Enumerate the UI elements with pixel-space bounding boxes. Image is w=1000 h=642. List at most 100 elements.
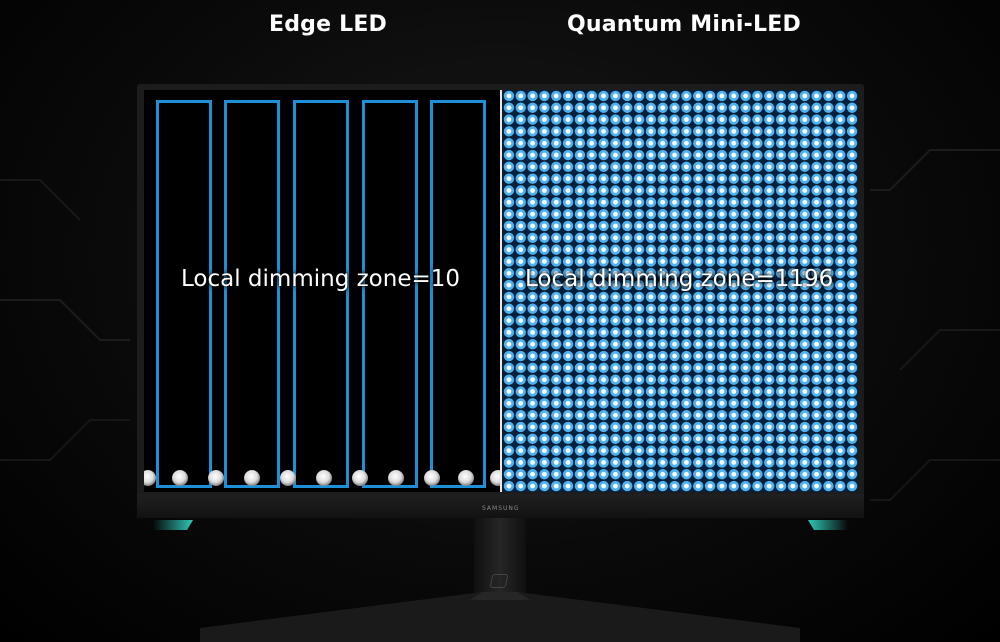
mini-led-core — [565, 294, 571, 300]
mini-led-core — [790, 400, 796, 406]
mini-led-core — [518, 353, 524, 359]
mini-led-core — [648, 436, 654, 442]
mini-led-core — [565, 270, 571, 276]
mini-led-core — [684, 105, 689, 111]
mini-led-core — [648, 211, 654, 217]
mini-led-core — [766, 460, 772, 465]
mini-led-core — [577, 211, 583, 217]
mini-led-core — [613, 282, 618, 288]
mini-led-core — [755, 353, 760, 359]
mini-led-core — [684, 318, 689, 323]
mini-led-core — [565, 377, 571, 383]
mini-led-core — [743, 306, 748, 312]
mini-led-core — [778, 389, 784, 394]
mini-led-core — [743, 235, 748, 241]
mini-led-core — [601, 412, 606, 418]
mini-led-core — [719, 211, 725, 217]
mini-led-core — [530, 164, 535, 170]
mini-led-screen — [503, 90, 858, 492]
mini-led-core — [601, 353, 606, 359]
mini-led-core — [802, 105, 808, 111]
mini-led-core — [506, 140, 512, 146]
mini-led-core — [826, 140, 831, 146]
mini-led-core — [695, 128, 701, 134]
mini-led-core — [755, 93, 760, 99]
mini-led-core — [790, 483, 796, 489]
mini-led-core — [542, 318, 547, 323]
mini-led-core — [743, 211, 748, 217]
mini-led-core — [542, 483, 547, 489]
mini-led-core — [719, 389, 725, 394]
mini-led-core — [790, 294, 796, 300]
mini-led-core — [530, 412, 535, 418]
mini-led-core — [589, 117, 595, 122]
mini-led-core — [553, 365, 559, 371]
mini-led-core — [506, 247, 512, 253]
mini-led-core — [577, 270, 583, 276]
mini-led-core — [778, 223, 784, 229]
mini-led-core — [755, 199, 760, 205]
mini-led-core — [766, 176, 772, 182]
mini-led-core — [684, 483, 689, 489]
mini-led-core — [766, 294, 772, 300]
mini-led-core — [577, 412, 583, 418]
mini-led-core — [601, 460, 606, 465]
mini-led-core — [636, 140, 642, 146]
mini-led-core — [766, 235, 772, 241]
mini-led-core — [731, 211, 737, 217]
monitor-bottom-bezel — [137, 494, 864, 518]
mini-led-core — [660, 341, 666, 347]
mini-led-core — [802, 211, 808, 217]
mini-led-core — [553, 235, 559, 241]
mini-led-core — [672, 223, 677, 229]
mini-led-core — [814, 105, 819, 111]
mini-led-core — [684, 164, 689, 170]
mini-led-core — [731, 117, 737, 122]
mini-led-core — [660, 270, 666, 276]
mini-led-core — [766, 341, 772, 347]
mini-led-core — [624, 176, 630, 182]
mini-led-core — [672, 471, 677, 477]
mini-led-core — [707, 460, 713, 465]
mini-led-core — [707, 353, 713, 359]
mini-led-core — [672, 270, 677, 276]
mini-led-core — [790, 318, 796, 323]
mini-led-core — [707, 199, 713, 205]
mini-led-core — [743, 412, 748, 418]
mini-led-core — [826, 188, 831, 193]
mini-led-core — [684, 176, 689, 182]
mini-led-core — [601, 294, 606, 300]
mini-led-core — [731, 176, 737, 182]
mini-led-core — [565, 448, 571, 454]
mini-led-core — [672, 353, 677, 359]
mini-led-core — [577, 188, 583, 193]
mini-led-core — [672, 389, 677, 394]
mini-led-core — [814, 424, 819, 430]
mini-led-core — [814, 329, 819, 335]
mini-led-core — [518, 105, 524, 111]
mini-led-core — [826, 365, 831, 371]
mini-led-core — [613, 117, 618, 122]
stand-logo-icon — [489, 574, 509, 588]
mini-led-core — [648, 128, 654, 134]
mini-led-core — [542, 424, 547, 430]
mini-led-core — [518, 117, 524, 122]
mini-led-core — [624, 235, 630, 241]
mini-led-core — [589, 353, 595, 359]
mini-led-core — [613, 259, 618, 264]
mini-led-core — [743, 389, 748, 394]
mini-led-core — [553, 117, 559, 122]
mini-led-core — [802, 199, 808, 205]
mini-led-core — [577, 365, 583, 371]
mini-led-core — [601, 140, 606, 146]
mini-led-core — [636, 471, 642, 477]
mini-led-core — [837, 259, 843, 264]
mini-led-core — [719, 353, 725, 359]
comparison-divider — [500, 90, 502, 492]
mini-led-core — [542, 389, 547, 394]
mini-led-core — [565, 329, 571, 335]
mini-led-core — [577, 341, 583, 347]
mini-led-core — [636, 105, 642, 111]
mini-led-core — [814, 389, 819, 394]
mini-led-core — [553, 389, 559, 394]
